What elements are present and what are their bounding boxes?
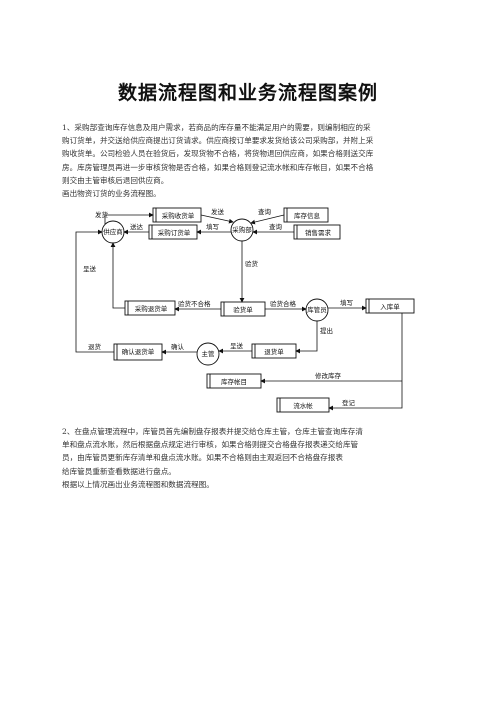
edge-label-submit2: 呈送: [230, 341, 244, 350]
paragraph-2-line: 给库管员重新查看数据进行盘点。: [62, 466, 176, 476]
paragraph-2-line: 员，由库管员更新库存清单和盘点流水账。如果不合格则由主观返回不合格盘存报表: [62, 453, 343, 463]
paragraph-1-line: 1、采购部查询库存信息及用户需求，若商品的库存量不能满足用户的需要，则编制相应的…: [62, 123, 371, 132]
paragraph-2-tail: 根据以上情况画出业务流程图和数据流程图。: [62, 479, 214, 489]
receipt-note-label: 采购收货单: [162, 211, 195, 220]
edge-label-deliver: 发货: [95, 210, 109, 219]
paragraph-1: 1、采购部查询库存信息及用户需求，若商品的库存量不能满足用户的需要，则编制相应的…: [62, 121, 426, 200]
confirm-return-label: 确认退货单: [122, 347, 155, 356]
stock-in-label: 入库单: [380, 302, 400, 311]
paragraph-1-line: 房。库房管理员再进一步审核货物是否合格，如果合格则登记流水帐和库存帐目，如果不合…: [62, 162, 374, 172]
supplier-label: 供应商: [103, 227, 123, 236]
paragraph-2: 2、在盘点管理流程中，库管员首先编制盘存报表并提交给仓库主管，仓库主管查询库存清…: [62, 425, 426, 491]
paragraph-2-line: 单和盘点流水账，然后根据盘点规定进行审核，如果合格则提交合格盘存报表递交给库管: [62, 440, 359, 450]
business-flow-diagram: 供应商 采购部 库管员 主管 采购收货单 采购订货单 库存信息 销售需求 采购退…: [75, 207, 415, 413]
paragraph-1-tail: 画出物资订货的业务流程图。: [62, 189, 161, 199]
purchasing-label: 采购部: [232, 225, 252, 234]
edge-label-qualified: 验货合格: [270, 299, 297, 308]
stock-ledger-label: 库存帐目: [221, 377, 247, 386]
edge-label-unqualified: 验货不合格: [178, 299, 211, 308]
return-form-label: 退货单: [264, 347, 284, 356]
return-note-label: 采购退货单: [135, 304, 168, 313]
edge-label-fill1: 填写: [206, 222, 219, 231]
edge-label-query2: 查询: [269, 222, 283, 231]
sales-demand-label: 销售需求: [305, 228, 332, 237]
edge-label-return-goods: 退货: [88, 342, 102, 351]
supervisor-node: [196, 342, 220, 366]
inspection-note-label: 验货单: [233, 305, 253, 314]
edge-label-fill2: 填写: [340, 298, 353, 307]
paragraph-1-line: 则交由主管审核后退回供应商。: [62, 175, 169, 185]
paragraph-1-line: 购收货单。公司检验人员在验货后，发现货物不合格，将货物退回供应商，如果合格则送交…: [62, 149, 374, 159]
edge-label-send: 发送: [211, 207, 225, 216]
supervisor-label: 主管: [202, 349, 216, 358]
page-title: 数据流程图和业务流程图案例: [117, 82, 378, 104]
edge-label-inspect: 验货: [245, 259, 259, 268]
edge-label-confirm: 确认: [171, 342, 185, 351]
edge-label-propose: 提出: [320, 326, 333, 335]
edge-label-register: 登记: [342, 398, 356, 407]
edge-label-send2: 送达: [130, 222, 144, 231]
paragraph-2-line: 2、在盘点管理流程中，库管员首先编制盘存报表并提交给仓库主管，仓库主管查询库存清: [62, 427, 363, 436]
edge-label-submit: 呈送: [83, 264, 97, 273]
paragraph-1-line: 购订货单，并交送给供应商提出订货请求。供应商按订单要求发货给该公司采购部，并附上…: [62, 136, 374, 146]
edge-label-modify-stock: 修改库存: [315, 371, 342, 380]
order-form-label: 采购订货单: [158, 228, 191, 237]
edge-label-query1: 查询: [258, 207, 272, 216]
flow-ledger-box: [276, 397, 330, 413]
flow-ledger-label: 流水帐: [293, 401, 313, 410]
stock-info-label: 库存信息: [294, 211, 321, 220]
warehouse-keeper-label: 库管员: [307, 305, 327, 314]
